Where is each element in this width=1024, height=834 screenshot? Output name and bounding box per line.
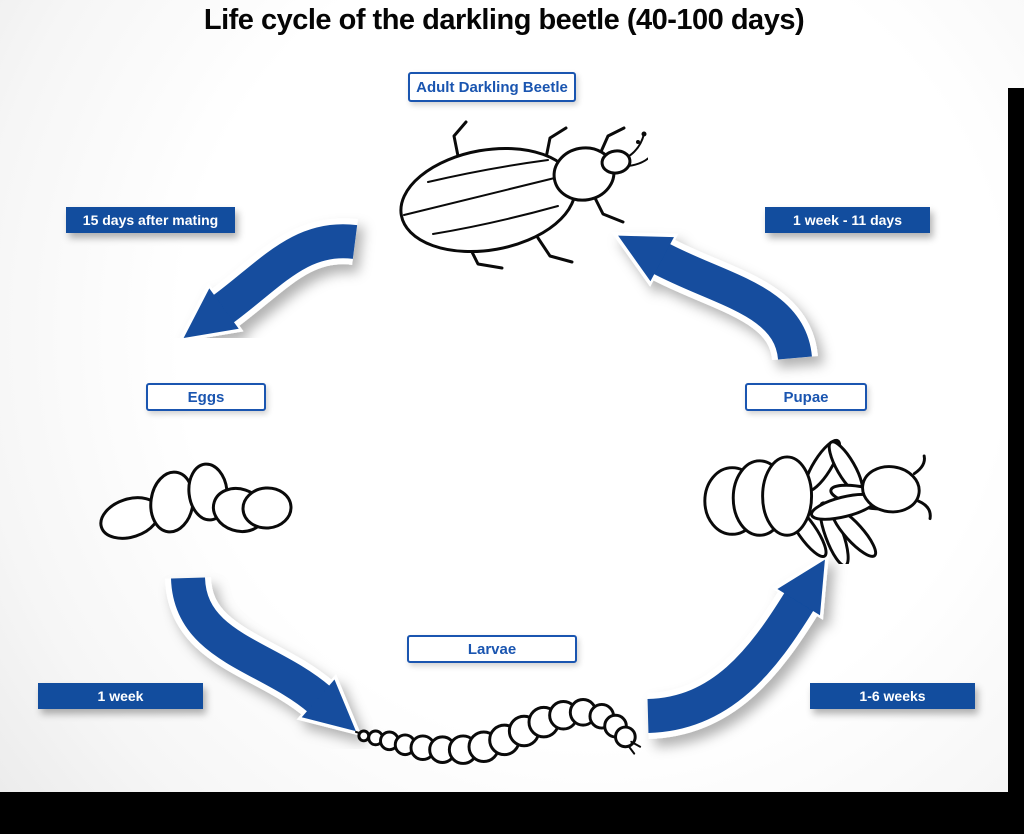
duration-label: 1 week - 11 days <box>793 212 902 228</box>
bottom-edge-bar <box>0 792 1024 834</box>
duration-adult-to-eggs: 15 days after mating <box>66 207 235 233</box>
larva-illustration <box>354 698 642 765</box>
right-edge-bar <box>1008 88 1024 792</box>
stage-label-adult: Adult Darkling Beetle <box>416 78 568 96</box>
duration-label: 1 week <box>97 688 144 704</box>
duration-larvae-to-pupae: 1-6 weeks <box>810 683 975 709</box>
stage-box-pupae: Pupae <box>745 383 867 411</box>
eggs-illustration <box>99 462 293 540</box>
stage-box-adult: Adult Darkling Beetle <box>408 72 576 102</box>
arrow-adult-to-eggs <box>177 218 358 343</box>
duration-label: 1-6 weeks <box>859 688 926 704</box>
stage-box-eggs: Eggs <box>146 383 266 411</box>
duration-pupae-to-adult: 1 week - 11 days <box>765 207 930 233</box>
arrow-eggs-to-larvae <box>165 575 362 737</box>
duration-eggs-to-larvae: 1 week <box>38 683 203 709</box>
diagram-title: Life cycle of the darkling beetle (40-10… <box>203 4 805 36</box>
arrow-pupae-to-adult <box>611 232 818 362</box>
arrow-larvae-to-pupae <box>646 553 829 739</box>
stage-label-larvae: Larvae <box>467 640 517 658</box>
stage-box-larvae: Larvae <box>407 635 577 663</box>
stage-label-pupae: Pupae <box>783 388 829 406</box>
diagram-canvas: Life cycle of the darkling beetle (40-10… <box>0 0 1024 792</box>
adult-beetle-illustration <box>399 120 648 270</box>
pupa-illustration <box>703 438 932 564</box>
stage-label-eggs: Eggs <box>187 388 225 406</box>
duration-label: 15 days after mating <box>82 212 219 228</box>
